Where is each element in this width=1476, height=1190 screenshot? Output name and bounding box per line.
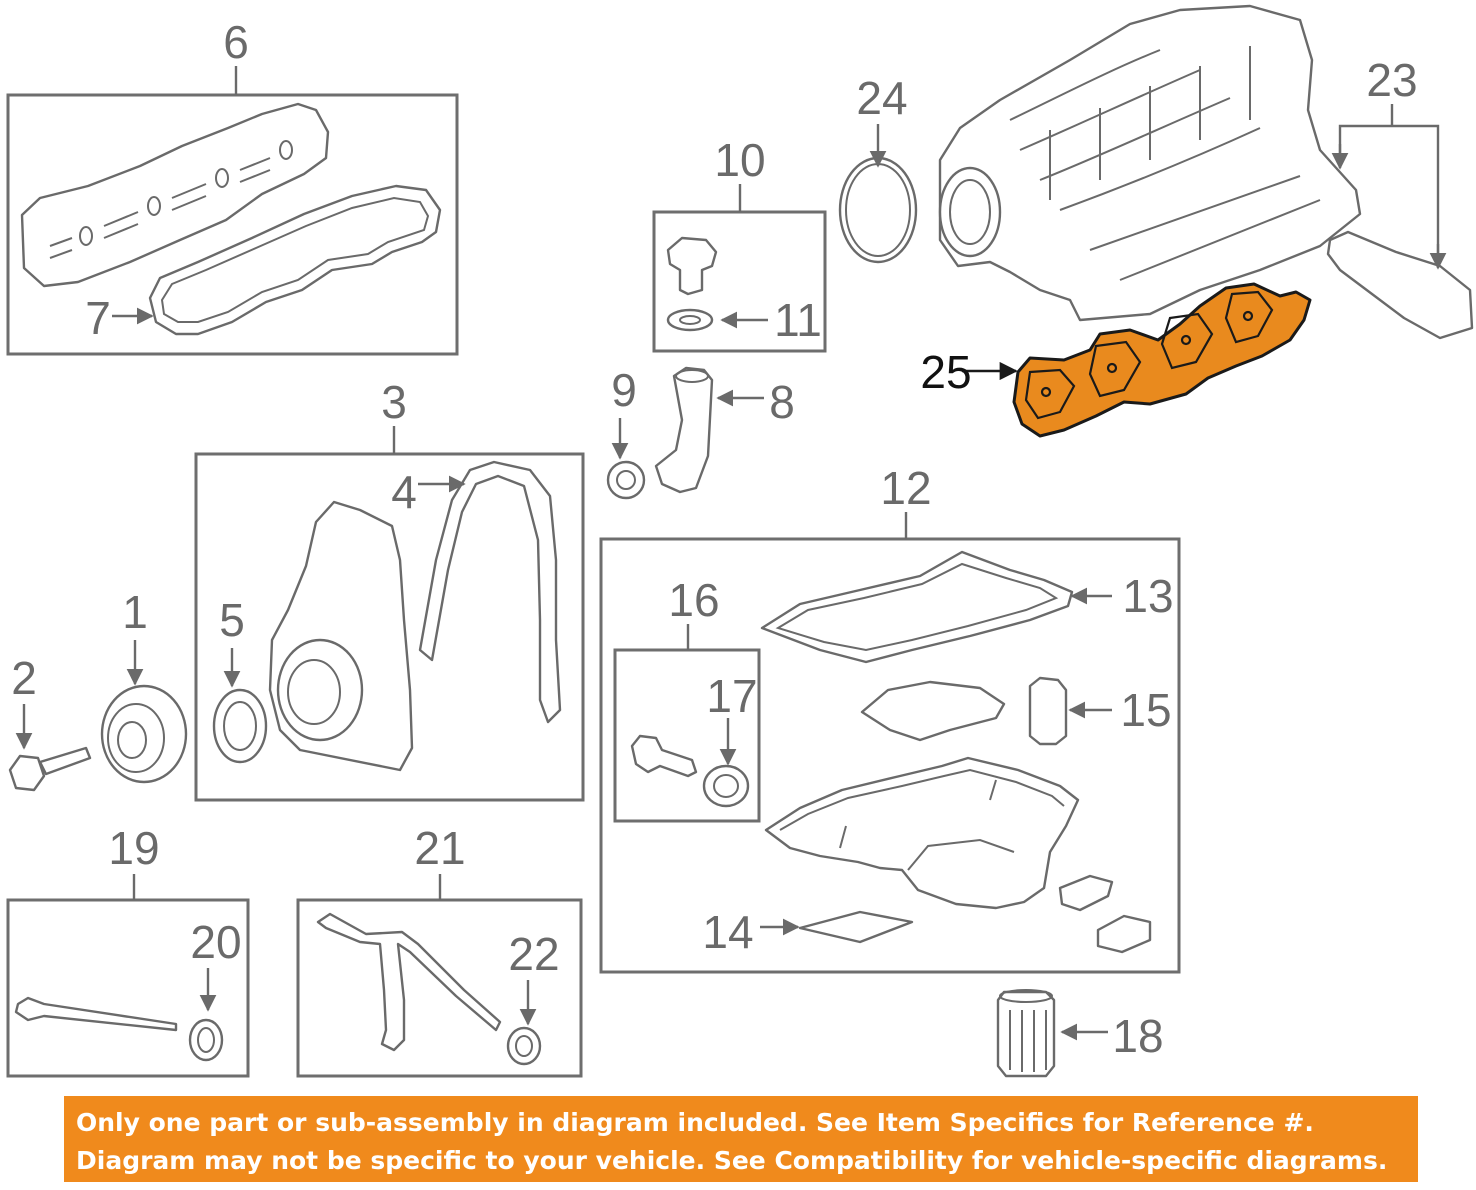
pan-plug-b (1096, 914, 1152, 954)
oil-pan (764, 756, 1080, 910)
callout-11: 11 (774, 294, 822, 346)
oil-pressure-sensor (1028, 676, 1068, 746)
oil-pan-gasket (760, 550, 1074, 664)
disclaimer-line-2: Diagram may not be specific to your vehi… (76, 1146, 1388, 1175)
fill-tube-seal (606, 418, 646, 500)
harmonic-balancer (100, 640, 188, 784)
callout-9: 9 (611, 364, 637, 416)
balancer-bolt (8, 704, 92, 792)
callout-5: 5 (219, 594, 245, 646)
dipstick-tube (316, 912, 502, 1052)
callout-6: 6 (223, 16, 249, 68)
callout-1: 1 (122, 586, 148, 638)
group-3-timing-cover (194, 426, 585, 802)
group-16-drain-plug (613, 624, 761, 823)
callout-3: 3 (381, 376, 407, 428)
callout-17: 17 (706, 670, 757, 722)
group-19-box (6, 898, 250, 1078)
callout-8: 8 (769, 376, 795, 428)
valve-cover (20, 102, 330, 288)
callout-19: 19 (108, 822, 159, 874)
oil-filter (996, 989, 1108, 1078)
tube-seal (506, 1026, 542, 1066)
front-crank-seal (212, 688, 268, 764)
intake-manifold (938, 4, 1474, 340)
pan-cover-gasket (798, 910, 914, 944)
pan-plug-a (1058, 874, 1114, 912)
manifold-end-seal (1326, 230, 1474, 340)
callout-13: 13 (1122, 570, 1173, 622)
valve-cover-gasket (148, 184, 442, 336)
callout-25: 25 (920, 346, 971, 398)
callout-23: 23 (1366, 54, 1417, 106)
callout-18: 18 (1112, 1010, 1163, 1062)
group-12-oil-pan (599, 512, 1181, 974)
group-6-valve-cover (6, 66, 459, 356)
callout-20: 20 (190, 916, 241, 968)
callout-labels: 6 7 3 4 5 1 2 19 20 21 22 10 11 9 8 24 2… (11, 16, 1417, 1062)
callout-21: 21 (414, 822, 465, 874)
callout-24: 24 (856, 72, 907, 124)
dipstick (14, 996, 178, 1032)
callout-2: 2 (11, 652, 37, 704)
timing-cover-gasket (418, 460, 562, 724)
group-12-box (599, 537, 1181, 974)
callout-15: 15 (1120, 684, 1171, 736)
drain-plug-gasket (702, 764, 750, 808)
callout-14: 14 (702, 906, 753, 958)
oil-fill-tube (654, 366, 764, 494)
callout-4: 4 (391, 466, 417, 518)
disclaimer-line-1: Only one part or sub-assembly in diagram… (76, 1108, 1314, 1137)
group-19-dipstick (6, 874, 250, 1078)
callout-7: 7 (85, 292, 111, 344)
callout-10: 10 (714, 134, 765, 186)
oil-fill-cap (666, 236, 718, 296)
drain-plug (630, 734, 698, 778)
group-21-dipstick-tube (296, 874, 583, 1078)
oil-pump-screen (860, 680, 1006, 742)
group-3-box (194, 452, 585, 802)
dipstick-o-ring (188, 1018, 224, 1062)
disclaimer-banner: Only one part or sub-assembly in diagram… (64, 1096, 1418, 1182)
group-10-oil-cap (652, 184, 827, 353)
callout-12: 12 (880, 462, 931, 514)
cap-seal (666, 308, 714, 332)
throttle-body-gasket (838, 124, 918, 264)
callout-16: 16 (668, 574, 719, 626)
callout-22: 22 (508, 928, 559, 980)
group-6-box (6, 93, 459, 356)
intake-manifold-gasket-highlighted (962, 282, 1312, 438)
